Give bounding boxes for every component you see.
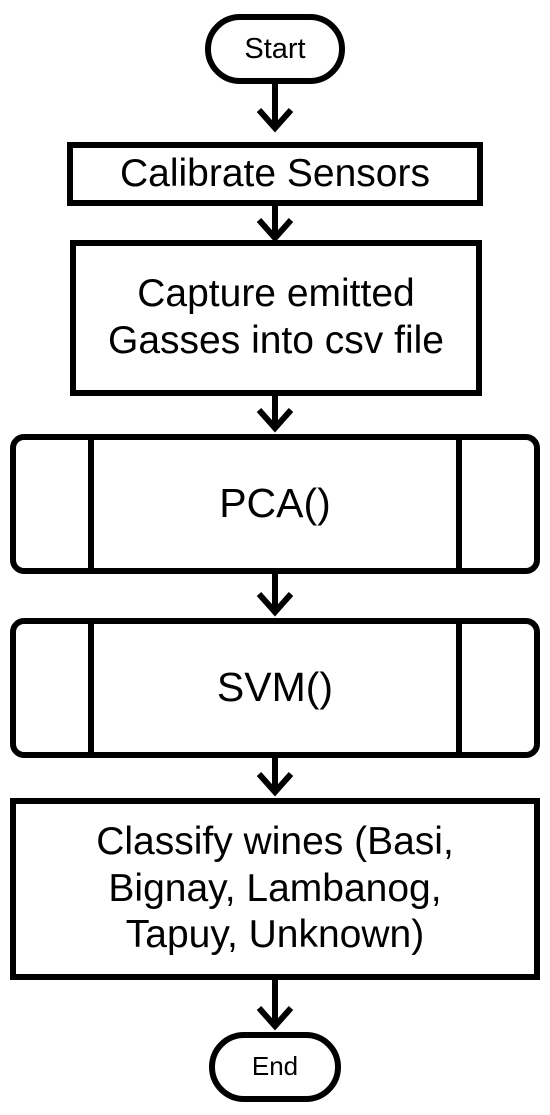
start-terminal: Start (205, 14, 345, 84)
pca-right-bar (456, 440, 462, 568)
calibrate-sensors-step: Calibrate Sensors (67, 142, 483, 206)
svm-left-bar (88, 624, 94, 752)
capture-gasses-step: Capture emitted Gasses into csv file (70, 240, 482, 396)
classify-wines-label-line-2: Bignay, Lambanog, (108, 866, 442, 910)
classify-wines-label-line-3: Tapuy, Unknown) (125, 913, 425, 957)
capture-gasses-label-line-2: Gasses into csv file (108, 319, 444, 362)
end-terminal: End (209, 1032, 341, 1102)
pca-subprocess: PCA() (10, 434, 540, 574)
svm-right-bar (456, 624, 462, 752)
edge-capture-to-pca (256, 394, 294, 433)
svm-label: SVM() (216, 664, 334, 711)
end-label: End (251, 1051, 299, 1082)
classify-wines-step: Classify wines (Basi, Bignay, Lambanog, … (10, 798, 540, 980)
classify-wines-label: Classify wines (Basi, Bignay, Lambanog, … (96, 819, 454, 959)
edge-classify-to-end (256, 978, 294, 1031)
classify-wines-label-line-1: Classify wines (Basi, (96, 819, 454, 863)
edge-start-to-calibrate (256, 82, 294, 133)
edge-calibrate-to-capture (256, 204, 294, 243)
capture-gasses-label-line-1: Capture emitted (137, 272, 415, 316)
edge-svm-to-classify (256, 756, 294, 797)
edge-pca-to-svm (256, 572, 294, 617)
svm-subprocess: SVM() (10, 618, 540, 758)
capture-gasses-label: Capture emitted Gasses into csv file (108, 271, 444, 365)
start-label: Start (244, 32, 306, 65)
calibrate-sensors-label: Calibrate Sensors (120, 151, 430, 195)
pca-label: PCA() (219, 480, 331, 527)
pca-left-bar (88, 440, 94, 568)
